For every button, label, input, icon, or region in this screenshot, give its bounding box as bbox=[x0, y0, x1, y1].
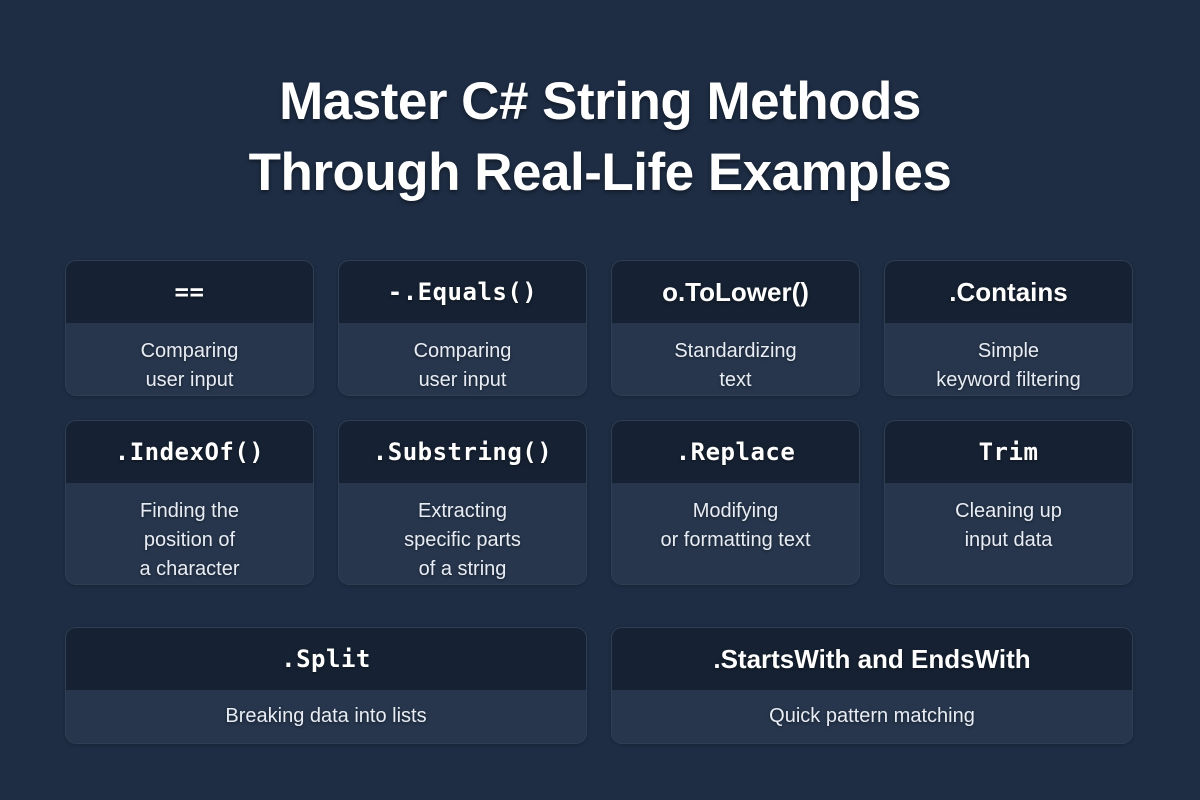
method-card-header: .Substring() bbox=[339, 421, 586, 483]
method-card[interactable]: .IndexOf() Finding the position of a cha… bbox=[65, 420, 314, 585]
method-card-header: .Contains bbox=[885, 261, 1132, 323]
page-title-line-2: Through Real-Life Examples bbox=[248, 143, 952, 202]
method-name: .Replace bbox=[675, 438, 796, 466]
method-card[interactable]: .Substring() Extracting specific parts o… bbox=[338, 420, 587, 585]
method-card-header: Trim bbox=[885, 421, 1132, 483]
method-card-body: Finding the position of a character bbox=[66, 483, 313, 584]
method-description: Simple keyword filtering bbox=[936, 340, 1081, 391]
method-name: Trim bbox=[978, 438, 1039, 466]
method-name: .IndexOf() bbox=[114, 438, 265, 466]
method-card-header: o.ToLower() bbox=[612, 261, 859, 323]
method-name: .Contains bbox=[949, 277, 1068, 307]
method-card[interactable]: .StartsWith and EndsWith Quick pattern m… bbox=[611, 627, 1133, 744]
method-card[interactable]: o.ToLower() Standardizing text bbox=[611, 260, 860, 396]
method-card[interactable]: Trim Cleaning up input data bbox=[884, 420, 1133, 585]
method-card-body: Standardizing text bbox=[612, 323, 859, 395]
method-card[interactable]: .Split Breaking data into lists bbox=[65, 627, 587, 744]
method-name: == bbox=[174, 278, 205, 306]
method-card-body: Comparing user input bbox=[339, 323, 586, 395]
method-card[interactable]: -.Equals() Comparing user input bbox=[338, 260, 587, 396]
method-name: .Substring() bbox=[372, 438, 553, 466]
method-card[interactable]: .Replace Modifying or formatting text bbox=[611, 420, 860, 585]
method-card-body: Cleaning up input data bbox=[885, 483, 1132, 584]
method-description: Modifying or formatting text bbox=[660, 500, 811, 551]
page-title: Master C# String Methods Through Real-Li… bbox=[0, 66, 1200, 208]
page-title-line-1: Master C# String Methods bbox=[279, 72, 921, 131]
method-description: Standardizing text bbox=[674, 340, 797, 391]
method-description: Extracting specific parts of a string bbox=[404, 500, 521, 580]
wide-method-card-grid: .Split Breaking data into lists .StartsW… bbox=[65, 627, 1133, 744]
method-card-body: Comparing user input bbox=[66, 323, 313, 395]
method-description: Comparing user input bbox=[413, 340, 512, 391]
method-card-body: Quick pattern matching bbox=[612, 690, 1132, 743]
method-name: -.Equals() bbox=[387, 278, 538, 306]
method-description: Quick pattern matching bbox=[769, 705, 975, 727]
method-card[interactable]: == Comparing user input bbox=[65, 260, 314, 396]
method-card-header: .Split bbox=[66, 628, 586, 690]
method-description: Comparing user input bbox=[140, 340, 239, 391]
method-name: .Split bbox=[281, 645, 371, 673]
method-card-header: == bbox=[66, 261, 313, 323]
method-card-header: .IndexOf() bbox=[66, 421, 313, 483]
method-card[interactable]: .Contains Simple keyword filtering bbox=[884, 260, 1133, 396]
method-card-header: .Replace bbox=[612, 421, 859, 483]
method-description: Cleaning up input data bbox=[955, 500, 1062, 551]
method-card-grid: == Comparing user input -.Equals() Compa… bbox=[65, 260, 1133, 585]
method-name: .StartsWith and EndsWith bbox=[713, 644, 1031, 674]
method-card-header: .StartsWith and EndsWith bbox=[612, 628, 1132, 690]
method-name: o.ToLower() bbox=[662, 277, 809, 307]
method-card-body: Breaking data into lists bbox=[66, 690, 586, 743]
method-card-body: Modifying or formatting text bbox=[612, 483, 859, 584]
method-card-body: Extracting specific parts of a string bbox=[339, 483, 586, 584]
method-card-header: -.Equals() bbox=[339, 261, 586, 323]
method-description: Breaking data into lists bbox=[225, 705, 427, 727]
method-card-body: Simple keyword filtering bbox=[885, 323, 1132, 395]
method-description: Finding the position of a character bbox=[139, 500, 240, 580]
